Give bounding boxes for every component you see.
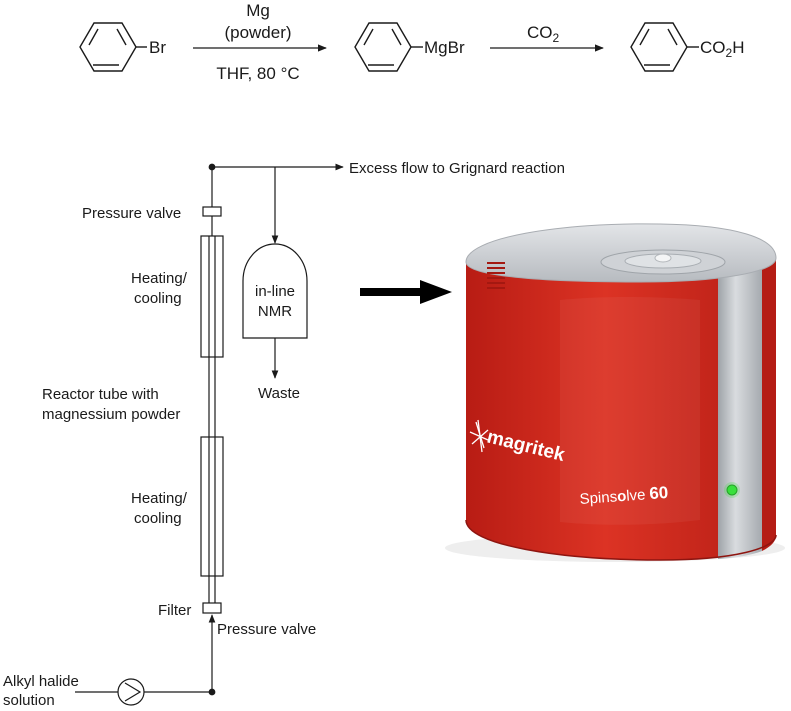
benzene-ring-intermediate bbox=[354, 22, 423, 72]
pressure-valve-bottom-label: Pressure valve bbox=[217, 621, 316, 638]
status-led-glow bbox=[724, 482, 740, 498]
instrument-body bbox=[466, 223, 776, 560]
nmr-label-2: NMR bbox=[258, 303, 292, 320]
reactant-br-label: Br bbox=[149, 38, 166, 57]
sample-cap bbox=[654, 253, 672, 263]
waste-label: Waste bbox=[258, 385, 300, 402]
pump-icon-chevron bbox=[124, 682, 142, 702]
filter-block bbox=[202, 602, 222, 614]
heating-jacket-upper bbox=[200, 235, 224, 358]
heating-lower-label-2: cooling bbox=[134, 510, 182, 527]
heating-upper-label-1: Heating/ bbox=[131, 270, 188, 287]
heating-upper-label-2: cooling bbox=[134, 290, 182, 307]
heating-jacket-lower bbox=[200, 436, 224, 577]
reaction-scheme: Br Mg (powder) THF, 80 °C MgBr CO2 CO2H bbox=[79, 1, 744, 83]
alkyl-halide-label-1: Alkyl halide bbox=[3, 673, 79, 690]
pressure-valve-top bbox=[202, 206, 222, 217]
reaction-conditions: THF, 80 °C bbox=[216, 64, 299, 83]
magritek-starburst-icon bbox=[469, 419, 489, 453]
instrument-base-edge bbox=[465, 519, 777, 561]
flow-diagram bbox=[75, 163, 344, 706]
nmr-unit-shape bbox=[242, 243, 308, 339]
nmr-label-1: in-line bbox=[255, 283, 295, 300]
body-highlight bbox=[560, 297, 700, 525]
reagent-co2: CO2 bbox=[527, 23, 560, 45]
pressure-valve-top-label: Pressure valve bbox=[82, 205, 181, 222]
intermediate-mgbr-label: MgBr bbox=[424, 38, 465, 57]
filter-label: Filter bbox=[158, 602, 191, 619]
flow-labels: Excess flow to Grignard reaction Pressur… bbox=[3, 160, 565, 709]
vent-grille bbox=[487, 262, 505, 289]
instrument-side-panel bbox=[718, 233, 762, 559]
pointer-arrow bbox=[360, 280, 452, 304]
reactor-label-2: magnessium powder bbox=[42, 406, 180, 423]
benzene-ring-product bbox=[630, 22, 699, 72]
benzene-ring-reactant bbox=[79, 22, 147, 72]
reactor-label-1: Reactor tube with bbox=[42, 386, 159, 403]
excess-flow-label: Excess flow to Grignard reaction bbox=[349, 160, 565, 177]
status-led bbox=[726, 484, 738, 496]
heating-lower-label-1: Heating/ bbox=[131, 490, 188, 507]
reagent-mg: Mg bbox=[246, 1, 270, 20]
alkyl-halide-label-2: solution bbox=[3, 692, 55, 709]
reagent-powder: (powder) bbox=[224, 23, 291, 42]
instrument-right-edge bbox=[762, 248, 776, 551]
product-co2h-label: CO2H bbox=[700, 38, 744, 60]
